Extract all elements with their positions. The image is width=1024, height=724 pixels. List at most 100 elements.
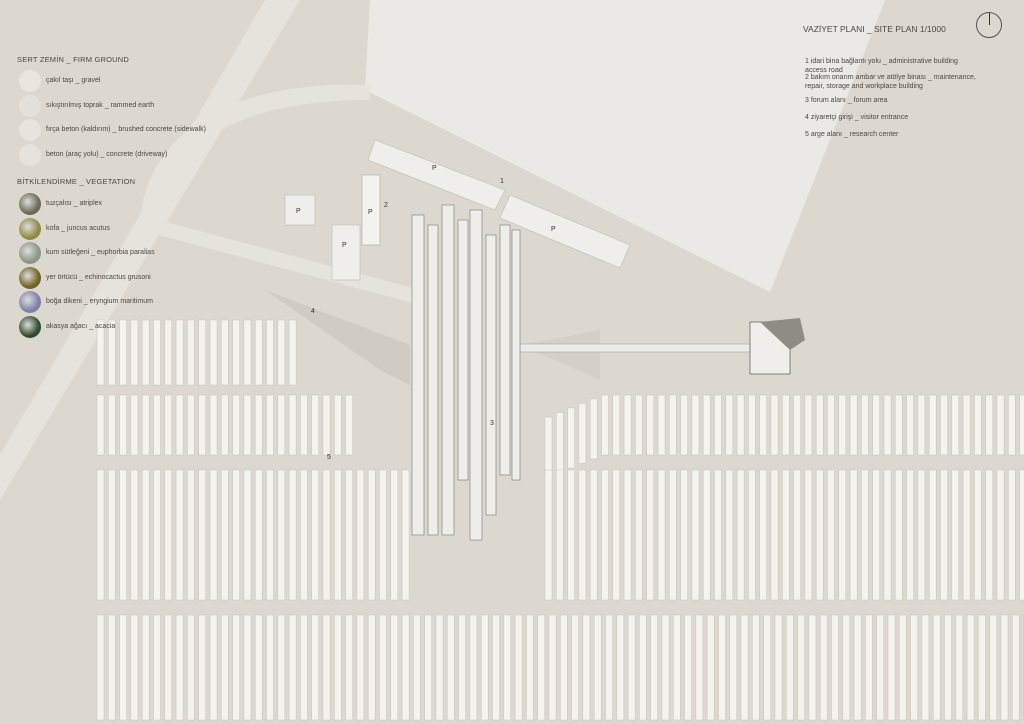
panel-row	[917, 469, 926, 601]
panel-row	[288, 614, 297, 721]
panel-row	[985, 469, 993, 601]
panel-row	[827, 394, 835, 456]
building-strip	[441, 204, 455, 536]
panel-row	[96, 614, 105, 721]
vegetation-swatch	[19, 266, 41, 289]
panel-row	[356, 469, 365, 601]
panel-row	[661, 614, 670, 721]
panel-row	[616, 614, 625, 721]
panel-row	[657, 394, 666, 456]
panel-row	[571, 614, 579, 721]
panel-row	[164, 614, 173, 721]
panel-row	[623, 394, 632, 456]
panel-row	[623, 469, 632, 601]
panel-row	[379, 614, 387, 721]
panel-row	[537, 614, 545, 721]
vegetation-heading: BİTKİLENDİRME _ VEGETATION	[17, 177, 136, 186]
panel-row	[447, 614, 455, 721]
panel-row	[1008, 469, 1016, 601]
panel-row	[322, 394, 331, 456]
panel-row	[650, 614, 658, 721]
panel-row	[906, 469, 914, 601]
panel-row	[782, 469, 790, 601]
panel-row	[356, 614, 365, 721]
panel-row	[435, 614, 444, 721]
panel-row	[691, 469, 700, 601]
panel-row	[876, 614, 884, 721]
panel-row	[548, 614, 557, 721]
panel-row	[895, 394, 903, 456]
panel-row	[187, 394, 195, 456]
panel-row	[589, 398, 598, 460]
building-strip	[499, 224, 511, 476]
panel-row	[861, 469, 869, 601]
panel-row	[872, 469, 880, 601]
panel-row	[556, 469, 564, 601]
panel-row	[254, 394, 263, 456]
panel-row	[130, 469, 139, 601]
panel-row	[966, 614, 975, 721]
panel-row	[1000, 614, 1009, 721]
panel-row	[367, 469, 376, 601]
firm-ground-swatch	[19, 70, 41, 92]
panel-row	[729, 614, 738, 721]
panel-row	[605, 614, 613, 721]
panel-row	[390, 469, 399, 601]
map-label-4: 4	[311, 308, 315, 315]
panel-row	[187, 469, 195, 601]
panel-row	[815, 394, 824, 456]
panel-row	[849, 469, 858, 601]
panel-row	[861, 394, 869, 456]
panel-row	[130, 319, 139, 386]
panel-row	[187, 319, 195, 386]
panel-row	[646, 469, 654, 601]
panel-row	[793, 394, 801, 456]
panel-row	[940, 469, 948, 601]
panel-row	[130, 614, 139, 721]
panel-row	[989, 614, 997, 721]
panel-row	[198, 394, 206, 456]
panel-row	[232, 319, 240, 386]
panel-row	[322, 614, 331, 721]
panel-row	[702, 469, 711, 601]
panel-row	[288, 394, 297, 456]
panel-row	[646, 394, 654, 456]
panel-row	[684, 614, 692, 721]
panel-row	[673, 614, 681, 721]
panel-row	[944, 614, 952, 721]
panel-row	[691, 394, 700, 456]
panel-row	[175, 614, 184, 721]
panel-row	[827, 469, 835, 601]
research-building-stair	[760, 318, 805, 350]
panel-row	[130, 394, 139, 456]
panel-row	[808, 614, 817, 721]
panel-row	[108, 614, 116, 721]
panel-row	[141, 614, 150, 721]
panel-row	[311, 469, 319, 601]
panel-row	[899, 614, 907, 721]
panel-row	[593, 614, 602, 721]
panel-row	[955, 614, 964, 721]
panel-row	[978, 614, 986, 721]
panel-row	[567, 407, 575, 469]
panel-row	[985, 394, 993, 456]
panel-row	[718, 614, 726, 721]
panel-row	[108, 319, 116, 386]
vegetation-swatch	[19, 193, 41, 215]
panel-row	[804, 469, 813, 601]
panel-row	[243, 319, 252, 386]
panel-row	[480, 614, 489, 721]
panel-row	[917, 394, 926, 456]
panel-row	[819, 614, 828, 721]
panel-row	[390, 614, 399, 721]
panel-row	[458, 614, 466, 721]
parking-lot-upper	[367, 139, 506, 211]
panel-row	[1012, 614, 1020, 721]
building-strip	[427, 224, 439, 536]
panel-row	[221, 614, 229, 721]
panel-row	[469, 614, 478, 721]
panel-row	[141, 469, 150, 601]
panel-rows	[96, 319, 1024, 721]
panel-row	[266, 614, 274, 721]
panel-row	[514, 614, 523, 721]
